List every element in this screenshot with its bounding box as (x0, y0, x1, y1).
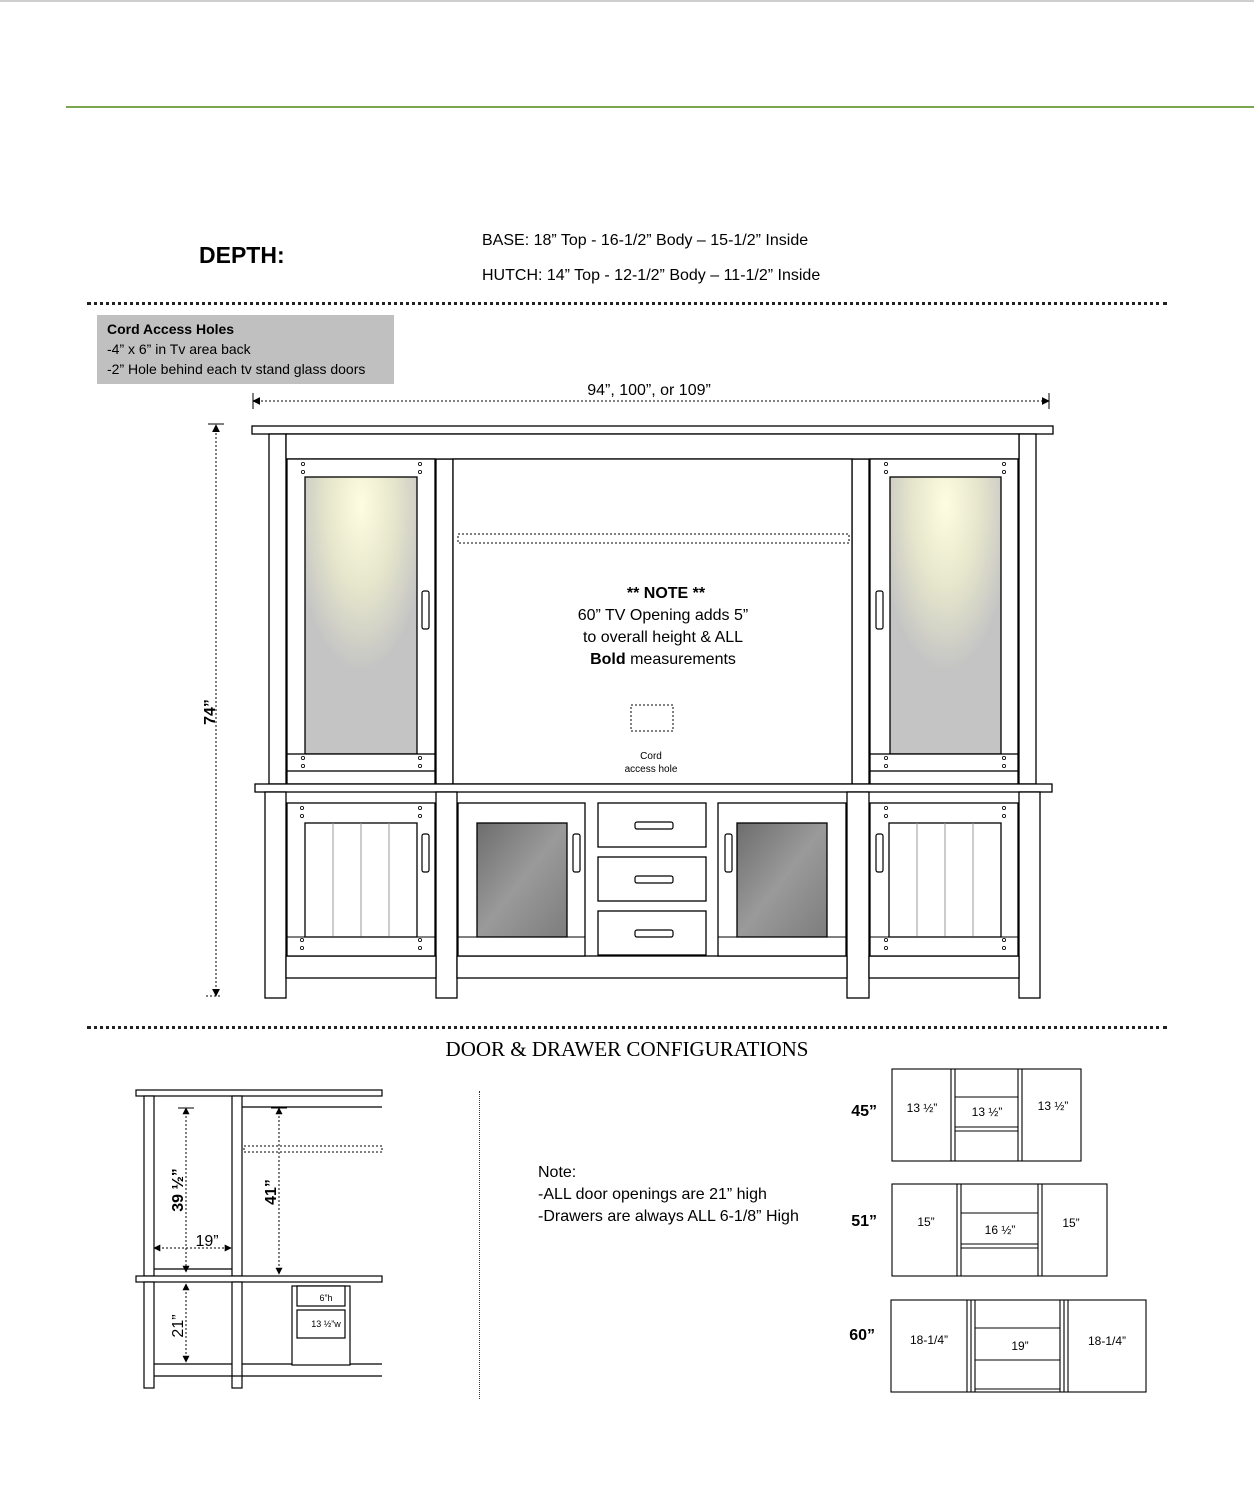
config-45-right: 13 ½” (1038, 1099, 1069, 1113)
cord-label-1: Cord (640, 751, 662, 762)
config-note-line-2: -Drawers are always ALL 6-1/8” High (538, 1208, 799, 1225)
side-label-41: 41” (263, 1179, 280, 1205)
width-label: 94”, 100”, or 109” (587, 382, 711, 399)
left-hutch-glass (304, 476, 418, 755)
base-top (254, 783, 1053, 793)
cord-access-line-2: -2” Hole behind each tv stand glass door… (107, 361, 366, 377)
config-60-left: 18-1/4” (910, 1333, 948, 1347)
top-rule (0, 0, 1254, 2)
depth-hutch: HUTCH: 14” Top - 12-1/2” Body – 11-1/2” … (482, 267, 821, 284)
config-divider (479, 1091, 480, 1399)
config-51-center: 16 ½” (985, 1223, 1016, 1237)
config-51-size: 51” (851, 1213, 877, 1230)
config-note-heading: Note: (538, 1164, 577, 1181)
note-line-3-rest: measurements (626, 651, 736, 668)
cord-access-box: Cord Access Holes -4” x 6” in Tv area ba… (97, 315, 394, 384)
config-60-right: 18-1/4” (1088, 1334, 1126, 1348)
tv-opening (452, 458, 853, 785)
configurations-title: DOOR & DRAWER CONFIGURATIONS (445, 1037, 809, 1061)
depth-base: BASE: 18” Top - 16-1/2” Body – 15-1/2” I… (482, 232, 809, 249)
cord-hole-outline (630, 704, 674, 732)
hutch-top (251, 425, 1054, 435)
config-51-right: 15” (1062, 1216, 1079, 1230)
side-label-6h: 6”h (319, 1293, 332, 1303)
config-51-left: 15” (917, 1215, 934, 1229)
config-45-center: 13 ½” (972, 1105, 1003, 1119)
section-divider-bottom (87, 1026, 1167, 1029)
right-hutch-glass (889, 476, 1002, 755)
depth-title: DEPTH: (199, 242, 285, 268)
config-45-size: 45” (851, 1103, 877, 1120)
side-label-21: 21” (170, 1314, 187, 1337)
side-label-19: 19” (195, 1233, 218, 1250)
config-45-left: 13 ½” (907, 1101, 938, 1115)
note-line-1: 60” TV Opening adds 5” (578, 607, 748, 624)
side-section-view: 39 ½” 41” 21” 19” 6”h 13 ½”w (135, 1089, 383, 1389)
cord-access-line-1: -4” x 6” in Tv area back (107, 341, 251, 357)
header-accent-rule (66, 106, 1254, 108)
note-bold-word: Bold (590, 651, 626, 668)
height-label: 74” (202, 699, 219, 725)
side-label-13w: 13 ½”w (311, 1319, 341, 1329)
note-title: ** NOTE ** (627, 585, 706, 602)
note-line-3: Bold measurements (590, 651, 736, 668)
configuration-options: 45” 51” 60” 13 ½” 13 ½” 13 ½” 15” 16 ½” … (849, 1068, 1147, 1393)
note-line-2: to overall height & ALL (583, 629, 743, 646)
side-label-39: 39 ½” (170, 1168, 187, 1212)
section-divider-top (87, 302, 1167, 305)
entertainment-center-elevation: 94”, 100”, or 109” 74” (202, 382, 1054, 999)
config-note-line-1: -ALL door openings are 21” high (538, 1186, 767, 1203)
config-60-center: 19” (1011, 1339, 1028, 1353)
config-60-size: 60” (849, 1327, 875, 1344)
cord-label-2: access hole (625, 764, 678, 775)
cord-access-title: Cord Access Holes (107, 321, 235, 337)
config-note: Note: -ALL door openings are 21” high -D… (538, 1162, 799, 1228)
